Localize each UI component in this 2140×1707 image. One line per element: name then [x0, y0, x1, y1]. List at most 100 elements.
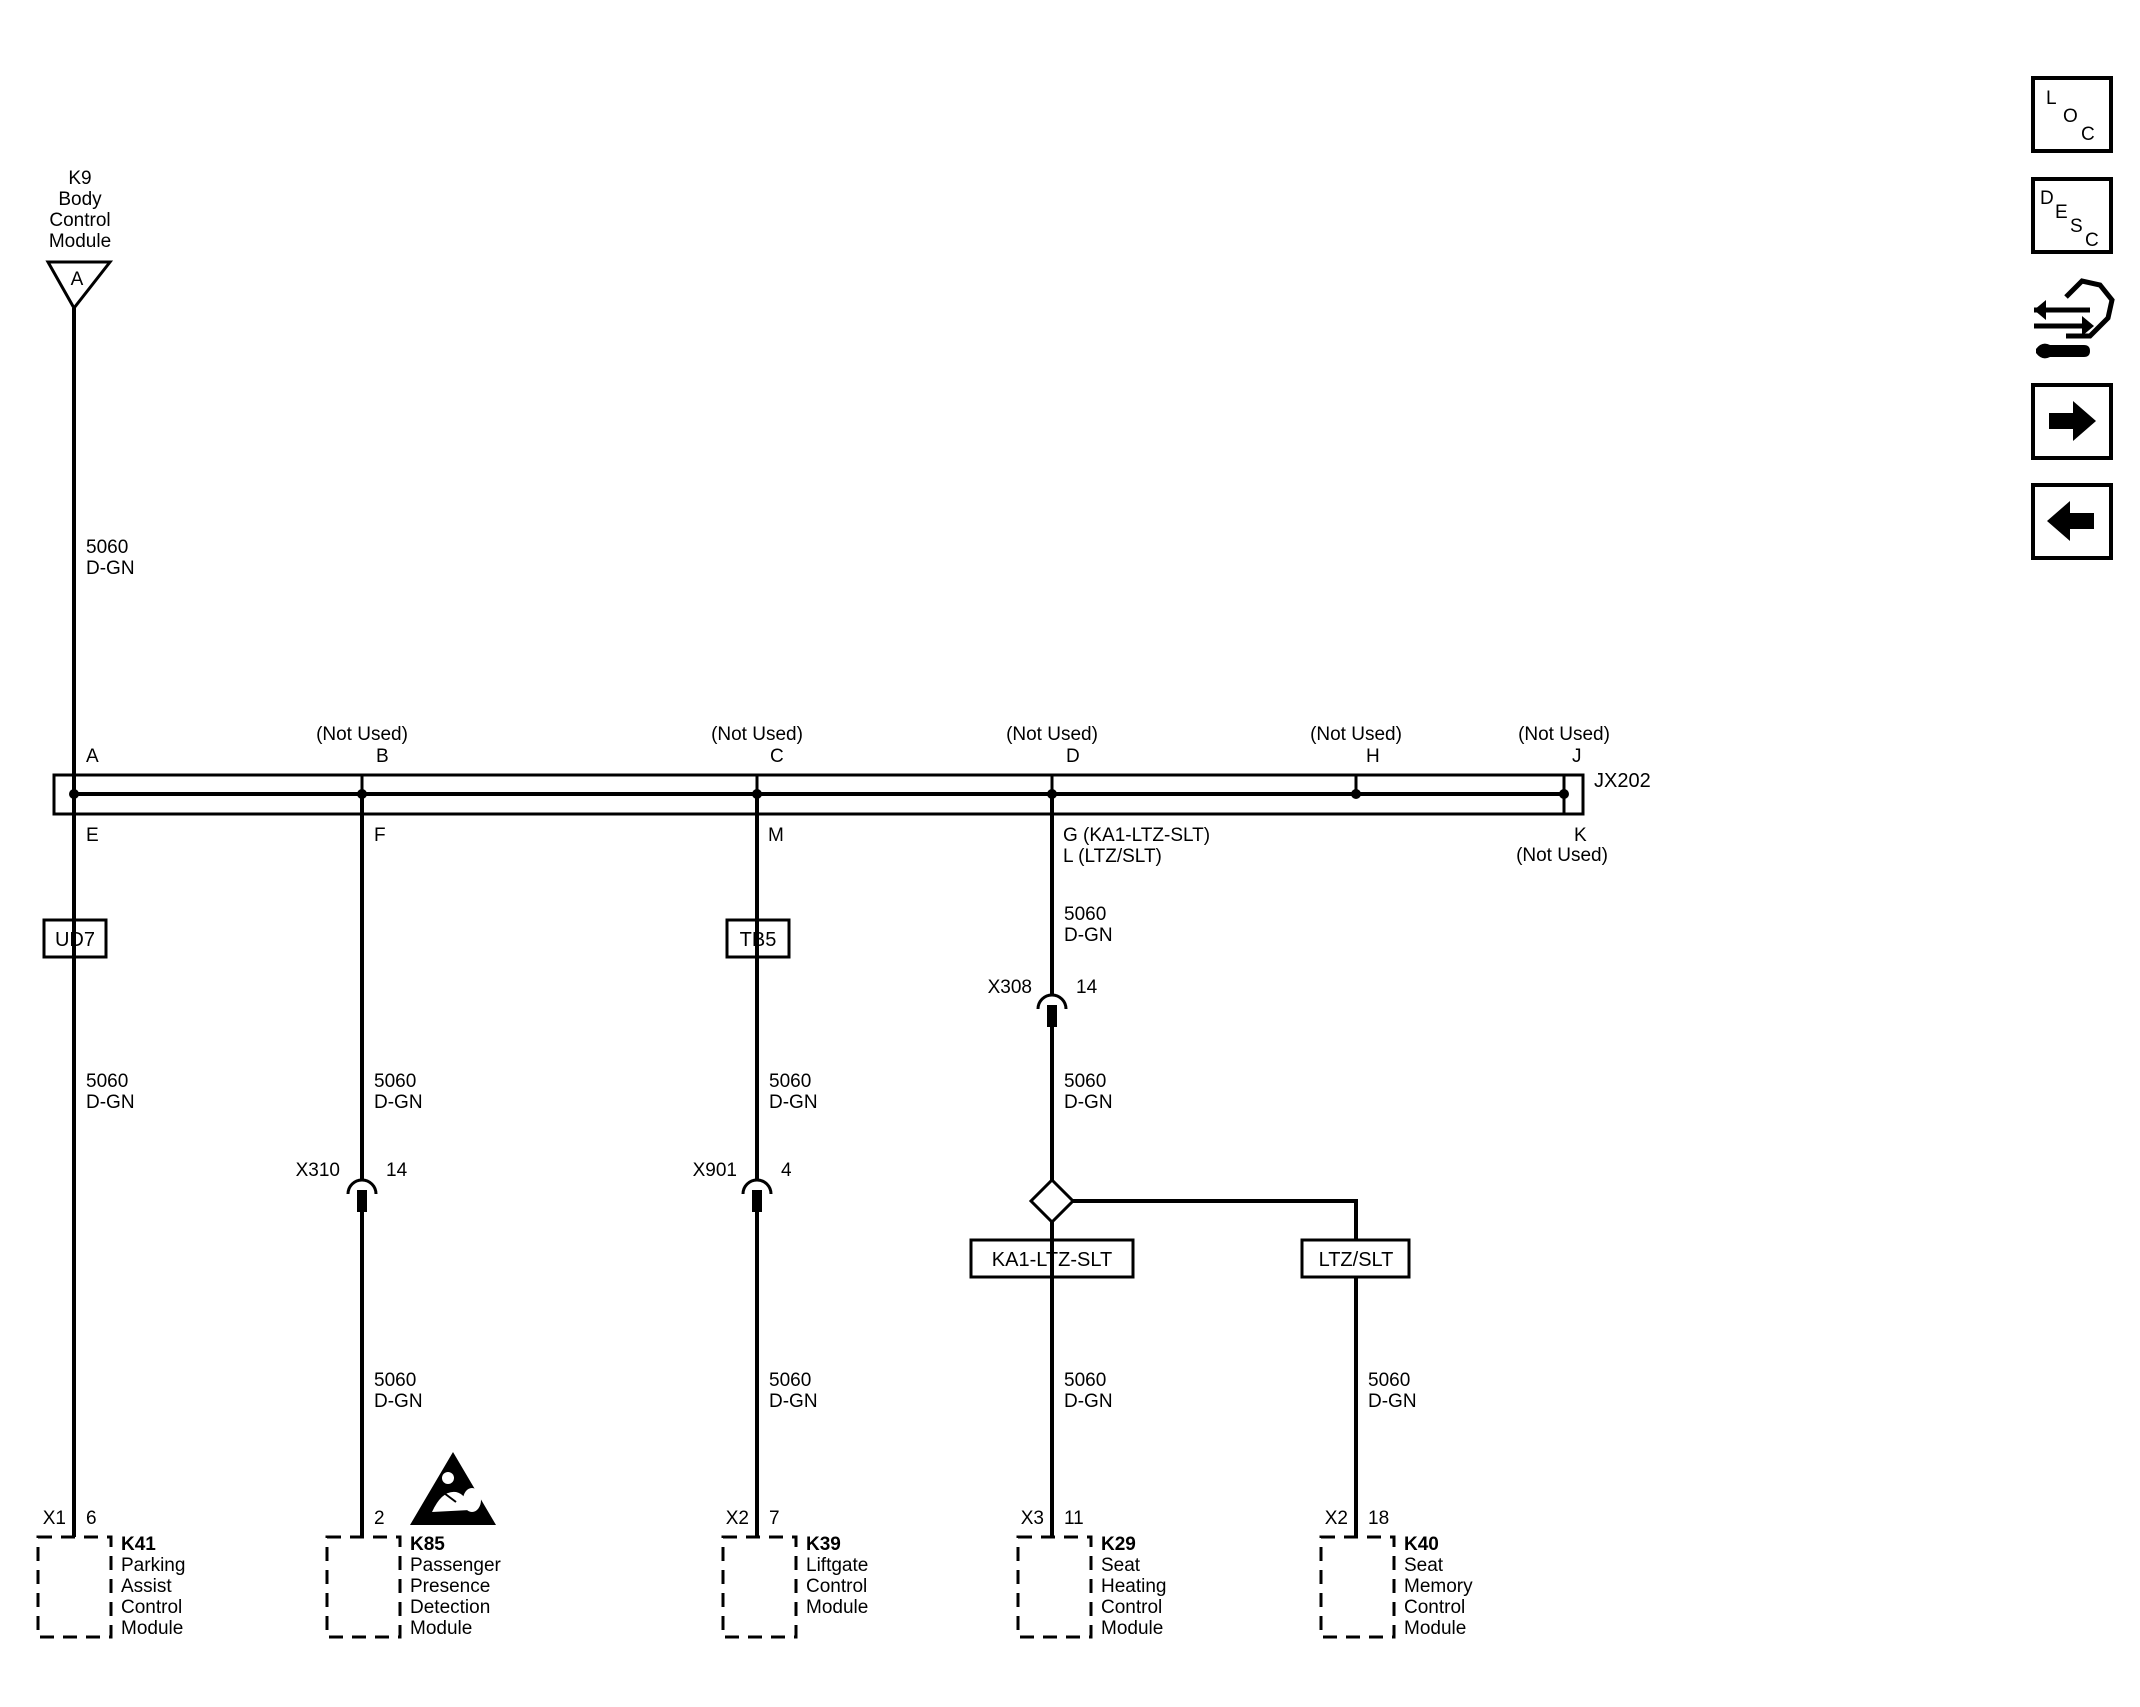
splice-pin-label: M	[768, 825, 784, 846]
source-module-name-line: Control	[49, 210, 110, 231]
branch-k85: 5060 D-GN X310 14 5060 D-GN 2 K85 Passen…	[296, 794, 502, 1639]
splice-pin-note: (Not Used)	[1310, 724, 1402, 745]
splice-pin-label: J	[1572, 746, 1582, 767]
branch-k39: TB5 5060 D-GN X901 4 5060 D-GN X2 7 K39 …	[693, 794, 868, 1639]
source-module-name-line: Module	[49, 231, 111, 252]
module-name-line: Assist	[121, 1576, 172, 1597]
wire-color-label: D-GN	[769, 1391, 818, 1412]
option-box	[1300, 1238, 1411, 1279]
inline-connector-male	[752, 1190, 762, 1212]
splice-outline	[52, 773, 1585, 816]
splice-pin-note: (Not Used)	[1006, 724, 1098, 745]
module-pin-label: 6	[86, 1508, 97, 1529]
wire-color-label: D-GN	[86, 1092, 135, 1113]
branch-k40: LTZ/SLT 5060 D-GN X2 18 K40 Seat Memory …	[1300, 1238, 1473, 1639]
connector-view-icon	[2034, 278, 2115, 359]
splice-pin-label: C	[770, 746, 784, 767]
wire-circuit-label: 5060	[86, 537, 128, 558]
wire-color-label: D-GN	[1368, 1391, 1417, 1412]
location-letter: L	[2046, 88, 2057, 109]
module-name-line: Control	[1101, 1597, 1162, 1618]
source-module-id: K9	[68, 168, 91, 189]
wire-circuit-label: 5060	[1064, 1071, 1106, 1092]
inline-connector-name: X901	[693, 1160, 737, 1181]
splice-pin-label: E	[86, 825, 99, 846]
description-button[interactable]: D E S C	[2031, 177, 2113, 254]
splice-pin-note: (Not Used)	[1518, 724, 1610, 745]
splice-pin-note: (Not Used)	[711, 724, 803, 745]
option-box	[42, 918, 108, 959]
module-name-line: Module	[1101, 1618, 1163, 1639]
module-name-line: Control	[806, 1576, 867, 1597]
option-label: UD7	[55, 929, 95, 951]
wire-circuit-label: 5060	[1064, 1370, 1106, 1391]
module-name-line: Module	[806, 1597, 868, 1618]
module-name-line: Module	[121, 1618, 183, 1639]
inline-connector-female	[741, 1178, 773, 1195]
splice-pin-label: K	[1574, 825, 1587, 846]
splice-dot	[1559, 789, 1569, 799]
module-name-line: Module	[1404, 1618, 1466, 1639]
splice-pin-label: L (LTZ/SLT)	[1063, 846, 1162, 867]
module-id: K41	[121, 1534, 156, 1555]
module-name-line: Control	[1404, 1597, 1465, 1618]
description-letter: S	[2070, 216, 2083, 237]
description-icon	[2031, 177, 2113, 254]
splice-pin-note: (Not Used)	[1516, 845, 1608, 866]
splice-pin-label: F	[374, 825, 386, 846]
previous-button[interactable]	[2031, 483, 2113, 560]
next-arrow-icon	[2049, 401, 2096, 441]
splice-pin-label: A	[86, 746, 99, 767]
inline-connector-name: X310	[296, 1160, 340, 1181]
module-connector-label: X3	[1021, 1508, 1044, 1529]
module-name-line: Detection	[410, 1597, 490, 1618]
option-box	[725, 918, 791, 959]
splice-name: JX202	[1594, 770, 1651, 792]
wire-color-label: D-GN	[374, 1092, 423, 1113]
splice-pin-label: B	[376, 746, 389, 767]
wire-circuit-label: 5060	[1368, 1370, 1410, 1391]
module-id: K39	[806, 1534, 841, 1555]
option-box	[969, 1238, 1135, 1279]
module-name-line: Control	[121, 1597, 182, 1618]
source-module-k9: K9 Body Control Module A	[45, 168, 114, 311]
inline-connector-name: X308	[988, 977, 1032, 998]
inline-connector-female	[1036, 993, 1068, 1010]
module-name-line: Heating	[1101, 1576, 1167, 1597]
module-outline	[721, 1535, 798, 1639]
option-label: LTZ/SLT	[1319, 1249, 1394, 1271]
connector-view-button[interactable]	[2034, 278, 2115, 359]
splice-pin-label: D	[1066, 746, 1080, 767]
source-module-name-line: Body	[58, 189, 102, 210]
wire-circuit-label: 5060	[1064, 904, 1106, 925]
splice-pin-label: H	[1366, 746, 1380, 767]
option-label: KA1-LTZ-SLT	[992, 1249, 1112, 1271]
module-name-line: Seat	[1404, 1555, 1444, 1576]
inline-connector-male	[1047, 1005, 1057, 1027]
next-button[interactable]	[2031, 383, 2113, 460]
option-label: TB5	[740, 929, 777, 951]
module-connector-label: X2	[1325, 1508, 1348, 1529]
wire-color-label: D-GN	[1064, 1092, 1113, 1113]
module-outline	[1016, 1535, 1093, 1639]
module-name-line: Parking	[121, 1555, 185, 1576]
location-icon	[2031, 76, 2113, 153]
wire-circuit-label: 5060	[86, 1071, 128, 1092]
module-name-line: Liftgate	[806, 1555, 868, 1576]
wire-color-label: D-GN	[1064, 925, 1113, 946]
wire-color-label: D-GN	[86, 558, 135, 579]
wire	[1073, 1199, 1358, 1240]
splice-pin-label: G (KA1-LTZ-SLT)	[1063, 825, 1210, 846]
inline-connector-pin: 14	[386, 1160, 408, 1181]
module-name-line: Passenger	[410, 1555, 502, 1576]
module-connector-label: X2	[726, 1508, 749, 1529]
location-button[interactable]: L O C	[2031, 76, 2113, 153]
source-connector-label: A	[71, 269, 84, 290]
module-name-line: Presence	[410, 1576, 490, 1597]
module-pin-label: 7	[769, 1508, 780, 1529]
previous-arrow-icon	[2047, 501, 2094, 541]
module-name-line: Seat	[1101, 1555, 1141, 1576]
location-letter: C	[2081, 124, 2095, 145]
module-id: K40	[1404, 1534, 1439, 1555]
